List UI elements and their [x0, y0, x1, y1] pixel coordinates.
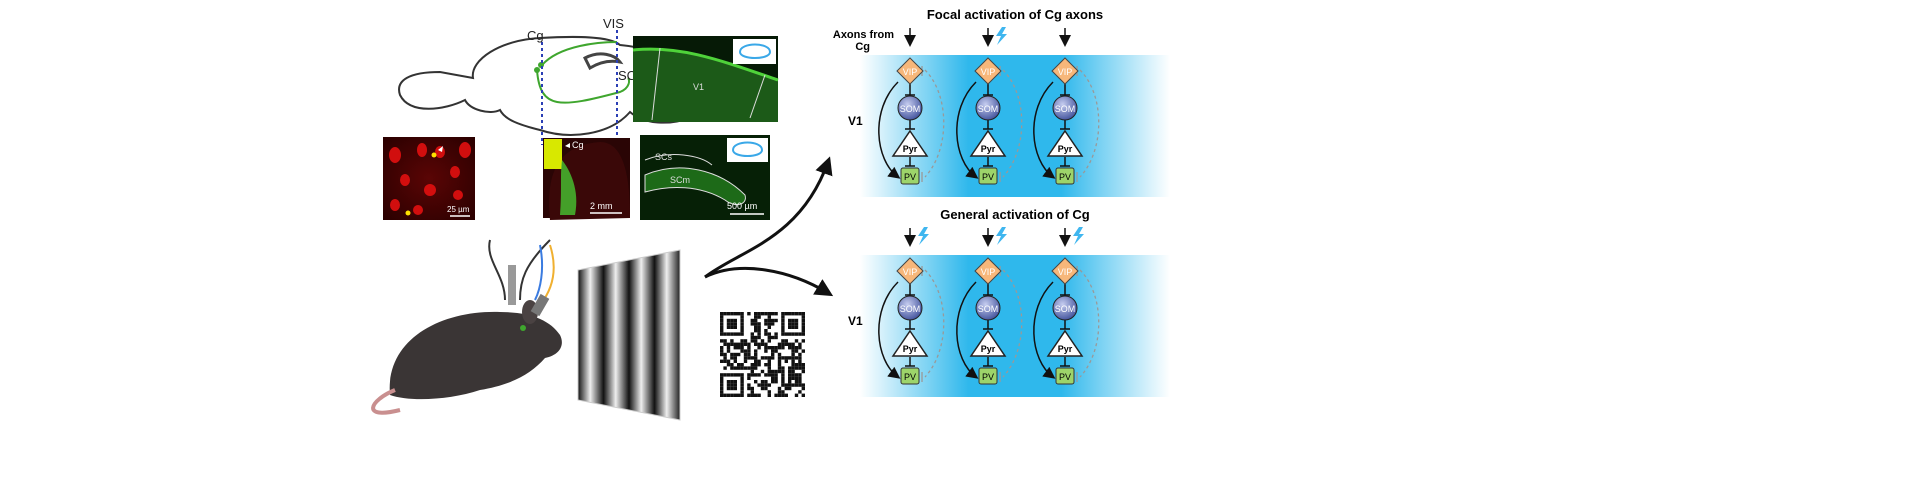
som-label: SOM [978, 304, 999, 314]
pv-label: PV [982, 372, 994, 382]
lightning-bolt-icon [1073, 227, 1084, 245]
som-label: SOM [900, 104, 921, 114]
label-cg-injection: Cg [572, 140, 584, 150]
visual-grating-stimulus [577, 249, 681, 421]
vip-cell [974, 257, 1002, 285]
panel-title: Focal activation of Cg axons [927, 7, 1103, 22]
som-cell [897, 295, 923, 321]
qr-code [718, 310, 807, 399]
pyr-label: Pyr [981, 144, 996, 154]
label-cg: Cg [527, 28, 544, 43]
vip-to-pv-arrow [1033, 81, 1056, 179]
vip-label: VIP [903, 67, 918, 77]
pv-label: PV [1059, 372, 1071, 382]
label-scm: SCm [670, 175, 690, 185]
pyr-cell [891, 129, 929, 157]
region-label-v1: V1 [848, 114, 863, 128]
label-sc: SC [618, 68, 636, 83]
pyr-label: Pyr [981, 344, 996, 354]
pv-label: PV [1059, 172, 1071, 182]
som-cell [1052, 295, 1078, 321]
som-label: SOM [978, 104, 999, 114]
scale-bar-25um: 25 µm [447, 205, 470, 214]
pv-cell [1055, 167, 1075, 185]
pyr-label: Pyr [1058, 344, 1073, 354]
vip-to-pv-arrow [956, 81, 979, 179]
pyr-cell [1046, 329, 1084, 357]
panel-title: General activation of Cg [940, 207, 1090, 222]
label-scs: SCs [655, 152, 673, 162]
lightning-bolt-icon [996, 227, 1007, 245]
vip-to-pv-arrow [878, 81, 901, 179]
som-cell [897, 95, 923, 121]
lightning-bolt-icon [996, 27, 1007, 45]
vip-cell [896, 257, 924, 285]
panel-general-activation: General activation of CgV1VIPSOMPyrPVVIP… [848, 207, 1170, 397]
feedback-dashed-arrow [1079, 269, 1100, 378]
feedback-dashed-arrow [924, 69, 945, 178]
retrograde-micrograph: 25 µm [383, 137, 475, 220]
pv-cell [1055, 367, 1075, 385]
vip-to-pv-arrow [956, 281, 979, 379]
som-label: SOM [1055, 104, 1076, 114]
lightning-bolt-icon [918, 227, 929, 245]
vip-cell [974, 57, 1002, 85]
scale-bar-500um: 500 µm [727, 201, 757, 211]
pv-cell [978, 367, 998, 385]
label-v1-micrograph: V1 [693, 82, 704, 92]
pv-cell [900, 367, 920, 385]
som-label: SOM [900, 304, 921, 314]
sc-axon-micrograph: SCs SCm 500 µm [640, 135, 770, 220]
vip-label: VIP [1058, 267, 1073, 277]
feedback-dashed-arrow [924, 269, 945, 378]
cg-injection-micrograph: Cg 2 mm [543, 138, 630, 220]
vip-label: VIP [981, 67, 996, 77]
som-cell [1052, 95, 1078, 121]
mouse-illustration [371, 239, 562, 415]
pyr-label: Pyr [903, 144, 918, 154]
arrow-to-general [704, 266, 834, 297]
feedback-dashed-arrow [1002, 269, 1023, 378]
pv-label: PV [982, 172, 994, 182]
pv-label: PV [904, 172, 916, 182]
vip-cell [896, 57, 924, 85]
pyr-label: Pyr [1058, 144, 1073, 154]
region-label-v1: V1 [848, 314, 863, 328]
vip-label: VIP [981, 267, 996, 277]
feedback-dashed-arrow [1002, 69, 1023, 178]
arrow-to-focal [704, 156, 833, 279]
vip-label: VIP [1058, 67, 1073, 77]
pyr-cell [969, 329, 1007, 357]
som-label: SOM [1055, 304, 1076, 314]
vip-to-pv-arrow [878, 281, 901, 379]
pv-cell [978, 167, 998, 185]
vip-label: VIP [903, 267, 918, 277]
feedback-dashed-arrow [1079, 69, 1100, 178]
pyr-cell [891, 329, 929, 357]
vip-cell [1051, 57, 1079, 85]
pyr-label: Pyr [903, 344, 918, 354]
vip-to-pv-arrow [1033, 281, 1056, 379]
som-cell [975, 295, 1001, 321]
scale-bar-2mm: 2 mm [590, 201, 613, 211]
pyr-cell [1046, 129, 1084, 157]
label-vis: VIS [603, 16, 624, 31]
v1-axon-micrograph: V1 [632, 36, 779, 122]
som-cell [975, 95, 1001, 121]
pyr-cell [969, 129, 1007, 157]
vip-cell [1051, 257, 1079, 285]
pv-label: PV [904, 372, 916, 382]
pv-cell [900, 167, 920, 185]
